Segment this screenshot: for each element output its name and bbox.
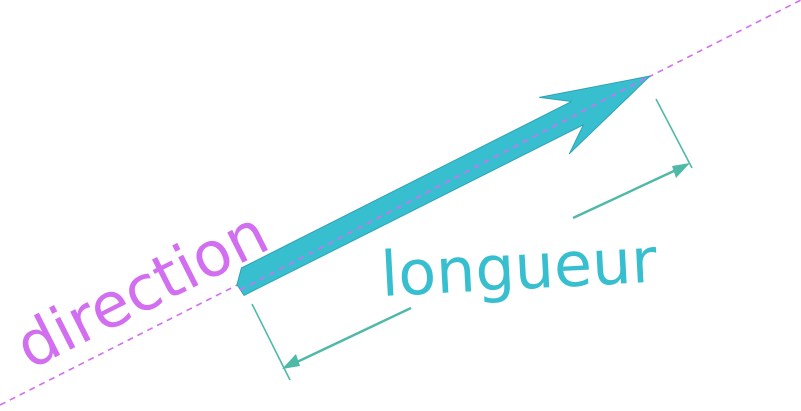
length-arrow-left-head [282, 354, 300, 369]
length-extension-end [655, 98, 693, 169]
direction-line-overlay [239, 75, 651, 291]
length-arrow-left-line [296, 306, 412, 364]
length-label: longueur [379, 224, 659, 311]
length-arrow-right-head [672, 163, 690, 178]
length-arrow-right-line [572, 168, 677, 220]
direction-label: direction [4, 196, 279, 384]
